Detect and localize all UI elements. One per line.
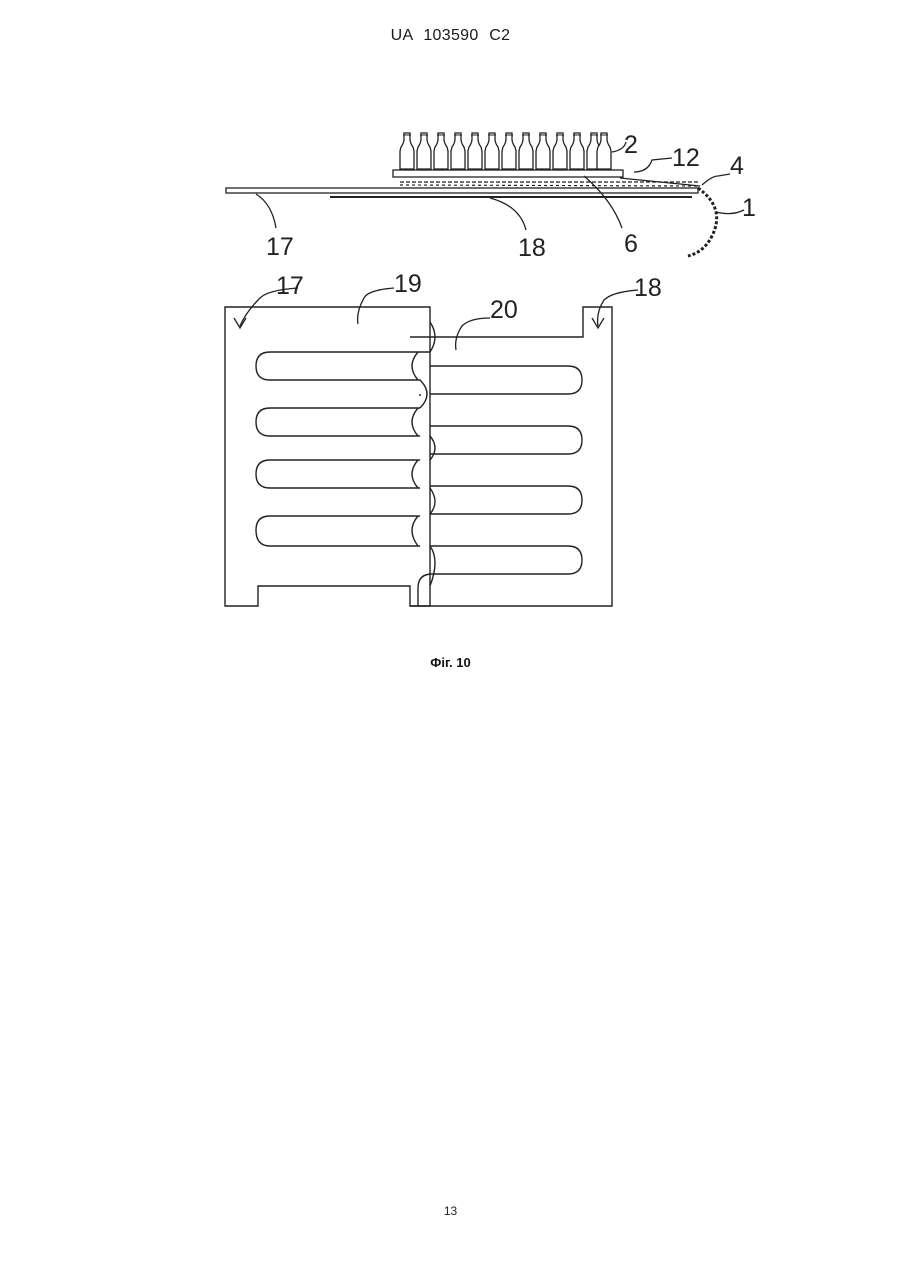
base-plate (226, 188, 698, 193)
label-4: 4 (730, 152, 744, 180)
label-1: 1 (742, 194, 756, 222)
label-6: 6 (624, 230, 638, 258)
label-17: 17 (276, 272, 304, 300)
figure-caption: Фіг. 10 (0, 655, 901, 670)
plan-view: 17 19 20 18 (225, 270, 662, 606)
curved-chain (688, 188, 717, 256)
label-19: 19 (394, 270, 422, 298)
label-20: 20 (490, 296, 518, 324)
bottle-row (400, 133, 611, 169)
label-17-top: 17 (266, 233, 294, 261)
page-number: 13 (0, 1204, 901, 1218)
label-18-top: 18 (518, 234, 546, 262)
label-18: 18 (634, 274, 662, 302)
patent-drawing: 2 12 4 1 6 18 17 (0, 0, 901, 700)
bottle-tray (393, 170, 623, 177)
side-view: 2 12 4 1 6 18 17 (226, 131, 756, 262)
label-2: 2 (624, 131, 638, 159)
conveyor-belt-lower (400, 185, 700, 186)
channel-20 (412, 352, 582, 606)
label-12: 12 (672, 144, 700, 172)
